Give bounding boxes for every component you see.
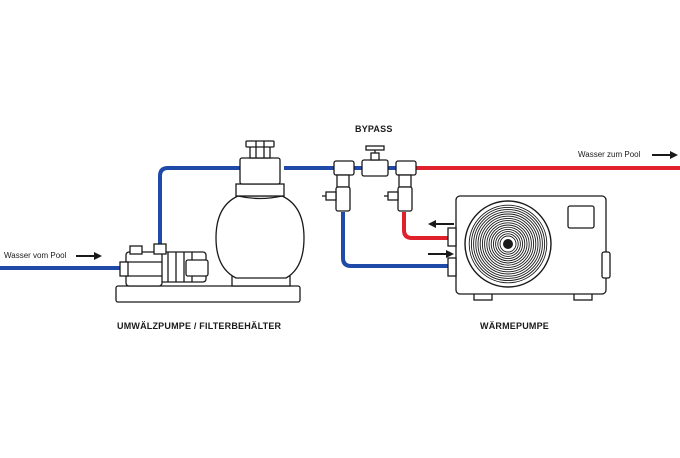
fan-ring (468, 204, 548, 284)
fan-ring (488, 224, 528, 264)
fan-ring (477, 213, 539, 275)
fan-grille-icon (464, 200, 552, 288)
pump-riser-pipe (158, 166, 240, 252)
hot-pipes (402, 166, 680, 240)
fan-ring (470, 206, 546, 282)
heatpump-outlet-pipe (402, 212, 448, 240)
filter-tank (215, 195, 305, 279)
bypass-valve (361, 159, 389, 177)
fan-ring (479, 215, 537, 273)
heat-pump-label: WÄRMEPUMPE (480, 321, 549, 331)
fan-outer-ring (464, 200, 552, 288)
arrow-in-icon (76, 252, 102, 260)
pump-filter-unit (115, 140, 305, 303)
fan-ring (492, 228, 524, 260)
heatpump-inlet-pipe (341, 212, 448, 268)
pump-filter-label: UMWÄLZPUMPE / FILTERBEHÄLTER (117, 321, 282, 331)
pump-housing (125, 251, 163, 287)
arrow-heatpump-in-icon (428, 250, 454, 258)
fan-ring (481, 217, 535, 271)
fan-ring (497, 233, 519, 255)
base-plate (115, 285, 301, 303)
arrow-heatpump-out-icon (428, 220, 454, 228)
left-tee (333, 160, 355, 176)
fan-ring (495, 231, 521, 257)
right-tee (395, 160, 417, 176)
water-from-pool-label: Wasser vom Pool (4, 251, 67, 260)
flow-arrows (76, 151, 678, 260)
bypass-valves (322, 145, 417, 212)
fan-ring (499, 235, 517, 253)
fan-ring (473, 209, 543, 279)
fan-hub (503, 239, 513, 249)
fan-ring (475, 211, 541, 277)
water-to-pool-label: Wasser zum Pool (578, 150, 641, 159)
fan-ring (484, 220, 532, 268)
arrow-out-icon (652, 151, 678, 159)
fan-ring (490, 226, 526, 262)
bypass-label: BYPASS (355, 124, 393, 134)
fan-ring (486, 222, 530, 266)
heatpump-panel (567, 205, 595, 229)
